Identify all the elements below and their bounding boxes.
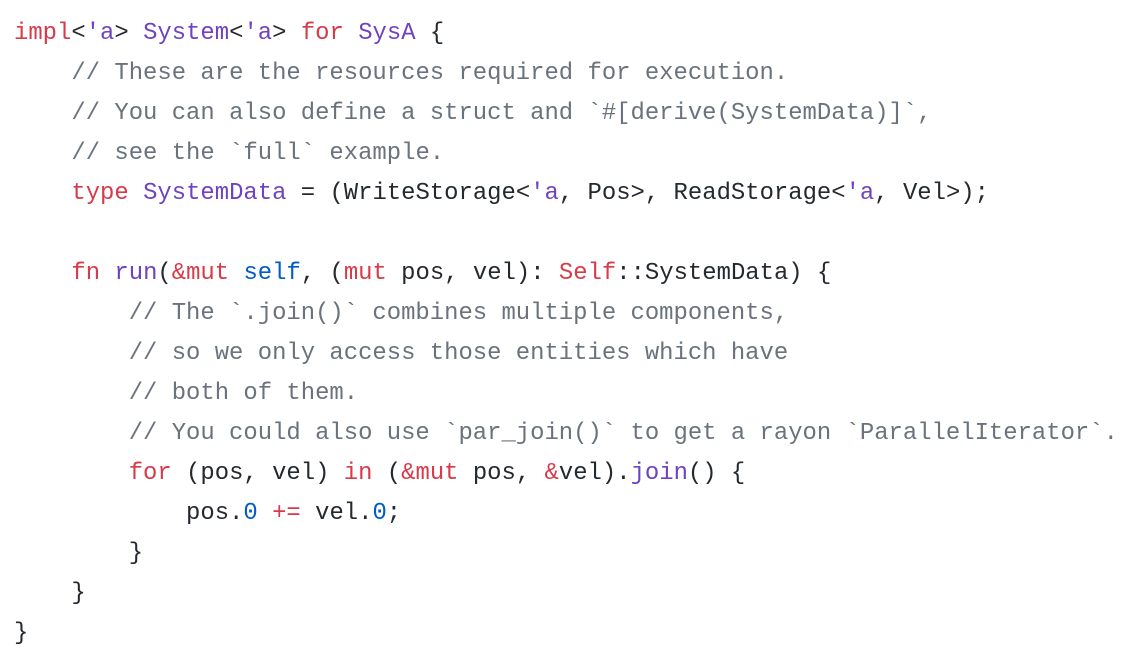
code-line: } (14, 574, 1118, 614)
plain-token: { (415, 20, 445, 47)
self-token: self (243, 260, 301, 287)
plain-token (129, 180, 143, 207)
plain-token (14, 100, 71, 127)
code-line: // You could also use `par_join()` to ge… (14, 414, 1118, 454)
plain-token: , Pos>, ReadStorage< (558, 180, 846, 207)
plain-token: , Vel>); (874, 180, 989, 207)
plain-token: vel). (558, 460, 631, 487)
code-line: } (14, 534, 1118, 574)
keyword-token: type (71, 180, 129, 207)
plain-token (14, 460, 129, 487)
comment-token: // These are the resources required for … (71, 60, 789, 87)
comment-token: // see the `full` example. (71, 140, 445, 167)
keyword-token: mut (343, 260, 387, 287)
plain-token (14, 340, 129, 367)
lifetime-token: 'a (243, 20, 273, 47)
keyword-token: & (544, 460, 559, 487)
plain-token (344, 20, 358, 47)
plain-token: pos. (14, 500, 244, 527)
code-line: // both of them. (14, 374, 1118, 414)
plain-token: } (14, 620, 29, 647)
plain-token (14, 260, 71, 287)
keyword-token: impl (14, 20, 72, 47)
plain-token (14, 60, 71, 87)
type-token: SystemData (143, 180, 287, 207)
function-token: run (114, 260, 158, 287)
plain-token: } (14, 580, 86, 607)
function-token: join (630, 460, 688, 487)
plain-token (14, 300, 129, 327)
plain-token: () { (687, 460, 746, 487)
plain-token: ; (386, 500, 402, 527)
plain-token (100, 260, 114, 287)
plain-token: > (272, 20, 301, 47)
comment-token: // You can also define a struct and `#[d… (71, 100, 932, 127)
comment-token: // The `.join()` combines multiple compo… (128, 300, 789, 327)
plain-token: < (229, 20, 244, 47)
plain-token (258, 500, 272, 527)
plain-token (14, 140, 71, 167)
plain-token: ( (157, 260, 172, 287)
code-line: // You can also define a struct and `#[d… (14, 94, 1118, 134)
code-line: for (pos, vel) in (&mut pos, &vel).join(… (14, 454, 1118, 494)
lifetime-token: 'a (85, 20, 115, 47)
plain-token: (pos, vel) (171, 460, 344, 487)
keyword-token: fn (71, 260, 101, 287)
keyword-token: Self (558, 260, 617, 287)
plain-token: > (114, 20, 144, 47)
lifetime-token: 'a (845, 180, 875, 207)
keyword-token: for (300, 20, 344, 47)
plain-token: vel. (300, 500, 373, 527)
code-line: impl<'a> System<'a> for SysA { (14, 14, 1118, 54)
keyword-token: &mut (401, 460, 459, 487)
type-token: System (143, 20, 230, 47)
code-line: pos.0 += vel.0; (14, 494, 1118, 534)
plain-token (14, 420, 129, 447)
code-line: fn run(&mut self, (mut pos, vel): Self::… (14, 254, 1118, 294)
plain-token: } (14, 540, 144, 567)
code-block: impl<'a> System<'a> for SysA { // These … (14, 14, 1118, 654)
keyword-token: for (128, 460, 172, 487)
keyword-token: &mut (171, 260, 230, 287)
plain-token: , ( (300, 260, 344, 287)
plain-token (229, 260, 243, 287)
code-line: // so we only access those entities whic… (14, 334, 1118, 374)
code-line: // see the `full` example. (14, 134, 1118, 174)
comment-token: // You could also use `par_join()` to ge… (128, 420, 1118, 447)
plain-token: = (WriteStorage< (286, 180, 531, 207)
plain-token: < (71, 20, 86, 47)
code-line: } (14, 614, 1118, 654)
lifetime-token: 'a (530, 180, 559, 207)
comment-token: // both of them. (128, 380, 359, 407)
plain-token: pos, (458, 460, 545, 487)
keyword-token: += (272, 500, 301, 527)
keyword-token: in (343, 460, 373, 487)
code-line: // The `.join()` combines multiple compo… (14, 294, 1118, 334)
code-line: type SystemData = (WriteStorage<'a, Pos>… (14, 174, 1118, 214)
plain-token (14, 380, 129, 407)
plain-token: ( (372, 460, 402, 487)
comment-token: // so we only access those entities whic… (128, 340, 789, 367)
plain-token (14, 180, 71, 207)
plain-token: pos, vel): (386, 260, 559, 287)
plain-token: ::SystemData) { (616, 260, 832, 287)
code-line (14, 214, 1118, 254)
type-token: SysA (358, 20, 416, 47)
number-token: 0 (243, 500, 258, 527)
code-line: // These are the resources required for … (14, 54, 1118, 94)
number-token: 0 (372, 500, 387, 527)
